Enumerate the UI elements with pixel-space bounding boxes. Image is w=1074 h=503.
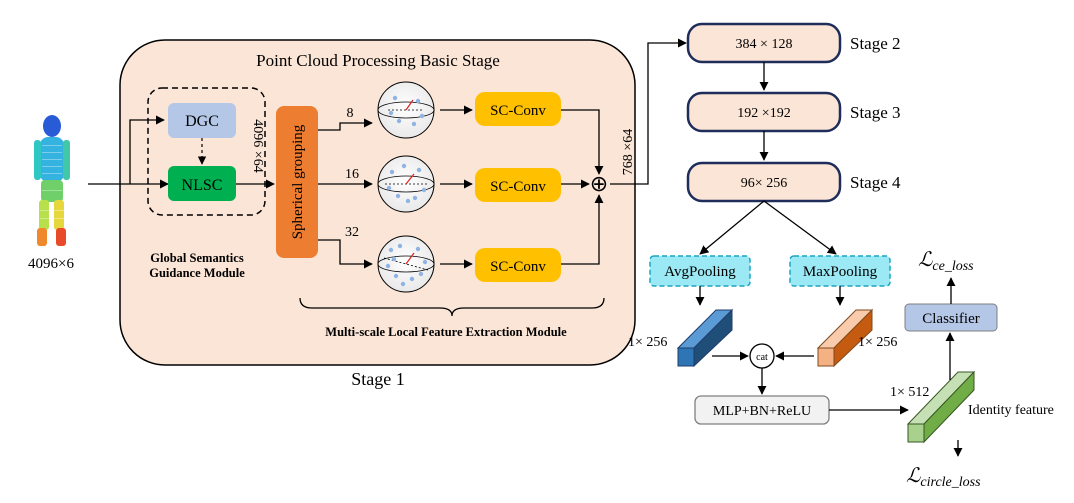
dgc-label: DGC [185, 113, 219, 130]
sphere-2 [377, 155, 435, 213]
human-point-cloud [34, 115, 70, 246]
input-label: 4096×6 [28, 256, 74, 272]
branch-lines [318, 118, 373, 269]
stage2-name: Stage 2 [850, 34, 901, 53]
scconv-label-3: SC-Conv [490, 259, 546, 275]
stage1-title: Point Cloud Processing Basic Stage [256, 51, 500, 70]
mlp-label: MLP+BN+ReLU [713, 404, 811, 419]
spherical-grouping-label: Spherical grouping [290, 124, 306, 239]
gsg-caption-1: Global Semantics [150, 251, 244, 265]
dgc-block [168, 103, 236, 138]
identity-label: Identity feature [968, 403, 1054, 418]
stage4-name: Stage 4 [850, 173, 901, 192]
sum-dim-label: 768 ×64 [621, 129, 636, 175]
scconv-label-2: SC-Conv [490, 179, 546, 195]
gsg-caption-2: Guidance Module [149, 266, 245, 280]
scconv-block-1 [475, 92, 561, 126]
identity-feature-cube [906, 370, 976, 444]
scconv-label-1: SC-Conv [490, 103, 546, 119]
max-feature-cube [816, 308, 874, 368]
loss-circle: ℒcircle_loss [906, 465, 981, 490]
mlfe-caption: Multi-scale Local Feature Extraction Mod… [325, 325, 567, 339]
gsg-dim-label: 4096 ×64 [250, 119, 265, 172]
stage1-caption: Stage 1 [351, 369, 405, 389]
mlfe-brace [299, 297, 605, 317]
classifier-label: Classifier [922, 311, 980, 327]
gsg-dashed-box [147, 87, 266, 216]
branch-k-1: 8 [347, 106, 354, 121]
maxpool-label: MaxPooling [803, 264, 878, 280]
sum-symbol: ⊕ [590, 171, 608, 196]
nlsc-block [168, 166, 236, 201]
branch-k-3: 32 [345, 225, 359, 240]
avg-dim-label: 1× 256 [628, 335, 667, 350]
nlsc-label: NLSC [182, 177, 223, 194]
avgpool-label: AvgPooling [664, 264, 736, 280]
scconv-block-2 [475, 168, 561, 202]
scconv-block-3 [475, 248, 561, 282]
stage3-size: 192 ×192 [737, 106, 790, 121]
spherical-grouping-block [276, 106, 318, 258]
max-dim-label: 1× 256 [858, 335, 897, 350]
dim-512-label: 1× 512 [890, 385, 929, 400]
sphere-1 [377, 81, 435, 139]
branch-k-2: 16 [345, 167, 359, 182]
stage3-name: Stage 3 [850, 103, 901, 122]
cat-label: cat [756, 352, 768, 363]
stage2-size: 384 × 128 [736, 37, 793, 52]
sphere-3 [377, 235, 435, 293]
stage4-size: 96× 256 [741, 176, 787, 191]
avg-feature-cube [676, 308, 734, 368]
loss-ce: ℒce_loss [918, 249, 974, 274]
